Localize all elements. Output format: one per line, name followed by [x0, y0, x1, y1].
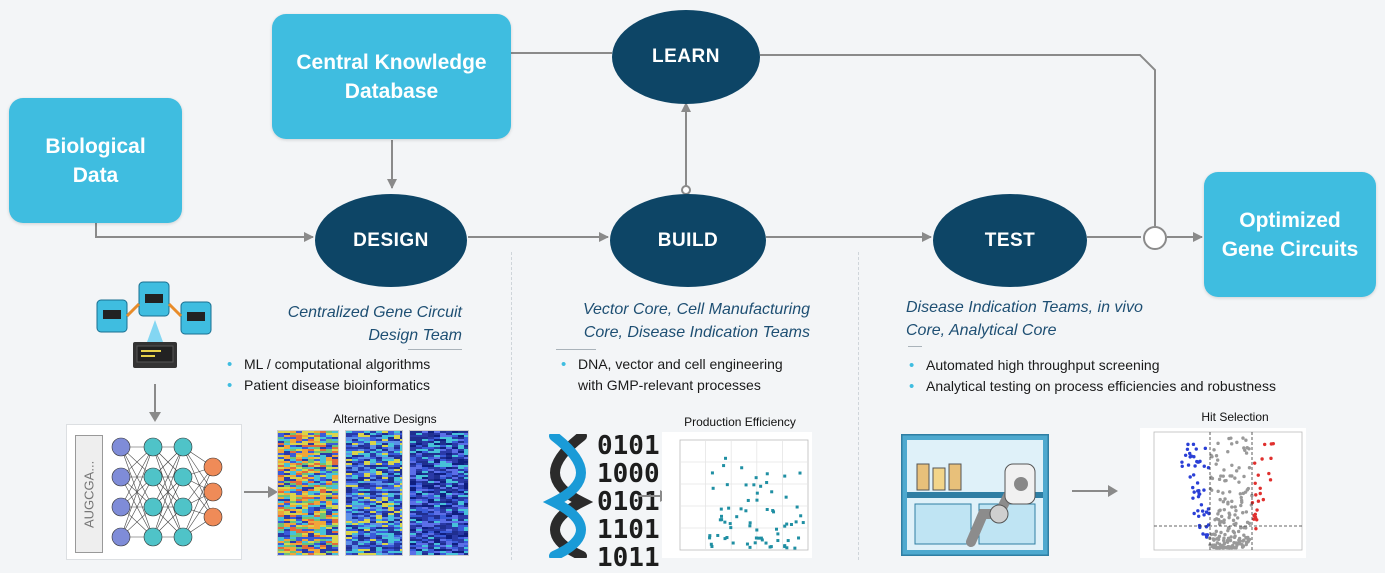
node-test: TEST — [933, 194, 1087, 287]
caption-production-efficiency: Production Efficiency — [684, 415, 796, 429]
column-separator — [511, 252, 512, 560]
neural-network-graph — [111, 437, 223, 547]
sequence-label: AUGCGA... — [75, 435, 103, 553]
network-node — [143, 467, 163, 487]
build-team-title: Vector Core, Cell Manufacturing Core, Di… — [582, 301, 810, 341]
network-node — [143, 497, 163, 517]
node-biological-data: Biological Data — [9, 98, 182, 223]
design-heatmap-1 — [277, 430, 339, 556]
arrow-data-to-design — [95, 222, 314, 242]
build-team-rule — [556, 349, 596, 350]
workflow-diagram: Biological Data Central Knowledge Databa… — [0, 0, 1385, 560]
network-node — [111, 437, 131, 457]
neural-network-panel: AUGCGA... — [66, 424, 242, 560]
network-node — [143, 527, 163, 547]
connector-lines — [95, 52, 1203, 250]
node-design: DESIGN — [315, 194, 467, 287]
network-node — [173, 467, 193, 487]
design-team-rule — [408, 349, 462, 350]
column-separator — [858, 252, 859, 560]
caption-hit-selection: Hit Selection — [1201, 410, 1269, 424]
bullet-item: DNA, vector and cell engineering with GM… — [558, 354, 828, 396]
junction-circle — [1143, 226, 1167, 250]
production-efficiency-scatter — [662, 432, 812, 558]
network-node — [173, 527, 193, 547]
design-heatmap-3 — [409, 430, 469, 556]
arrow-robot-to-chart — [1072, 485, 1118, 497]
bullet-item: ML / computational algorithms — [224, 354, 474, 375]
hit-selection-volcano-plot — [1140, 428, 1306, 558]
network-node — [111, 527, 131, 547]
test-team-title: Disease Indication Teams, in vivo Core, … — [906, 299, 1143, 339]
node-optimized-gene-circuits: Optimized Gene Circuits — [1204, 172, 1376, 297]
network-node — [203, 507, 223, 527]
design-team-title: Centralized Gene Circuit Design Team — [287, 304, 462, 344]
test-team-bullets: Automated high throughput screening Anal… — [906, 355, 1346, 397]
network-node — [203, 482, 223, 502]
node-build: BUILD — [610, 194, 766, 287]
network-node — [173, 497, 193, 517]
caption-alternative-designs: Alternative Designs — [333, 412, 437, 426]
node-learn: LEARN — [612, 10, 760, 104]
build-junction-dot — [681, 185, 691, 195]
bullet-item: Analytical testing on process efficienci… — [906, 376, 1346, 397]
network-node — [203, 457, 223, 477]
bullet-item: Automated high throughput screening — [906, 355, 1346, 376]
lab-robot-illustration — [901, 434, 1049, 556]
network-node — [173, 437, 193, 457]
node-central-knowledge-database: Central Knowledge Database — [272, 14, 511, 139]
build-team-bullets: DNA, vector and cell engineering with GM… — [558, 354, 828, 396]
line-learn-to-junction — [760, 54, 1156, 226]
bullet-item: Patient disease bioinformatics — [224, 375, 474, 396]
network-node — [111, 497, 131, 517]
design-heatmap-2 — [345, 430, 403, 556]
test-team-rule — [908, 346, 922, 347]
network-node — [111, 467, 131, 487]
arrow-icon-to-network — [149, 384, 161, 422]
network-node — [143, 437, 163, 457]
design-team-bullets: ML / computational algorithms Patient di… — [224, 354, 474, 396]
arrow-network-to-designs — [244, 486, 278, 498]
dna-icon — [542, 434, 594, 558]
database-network-icon — [96, 281, 212, 368]
